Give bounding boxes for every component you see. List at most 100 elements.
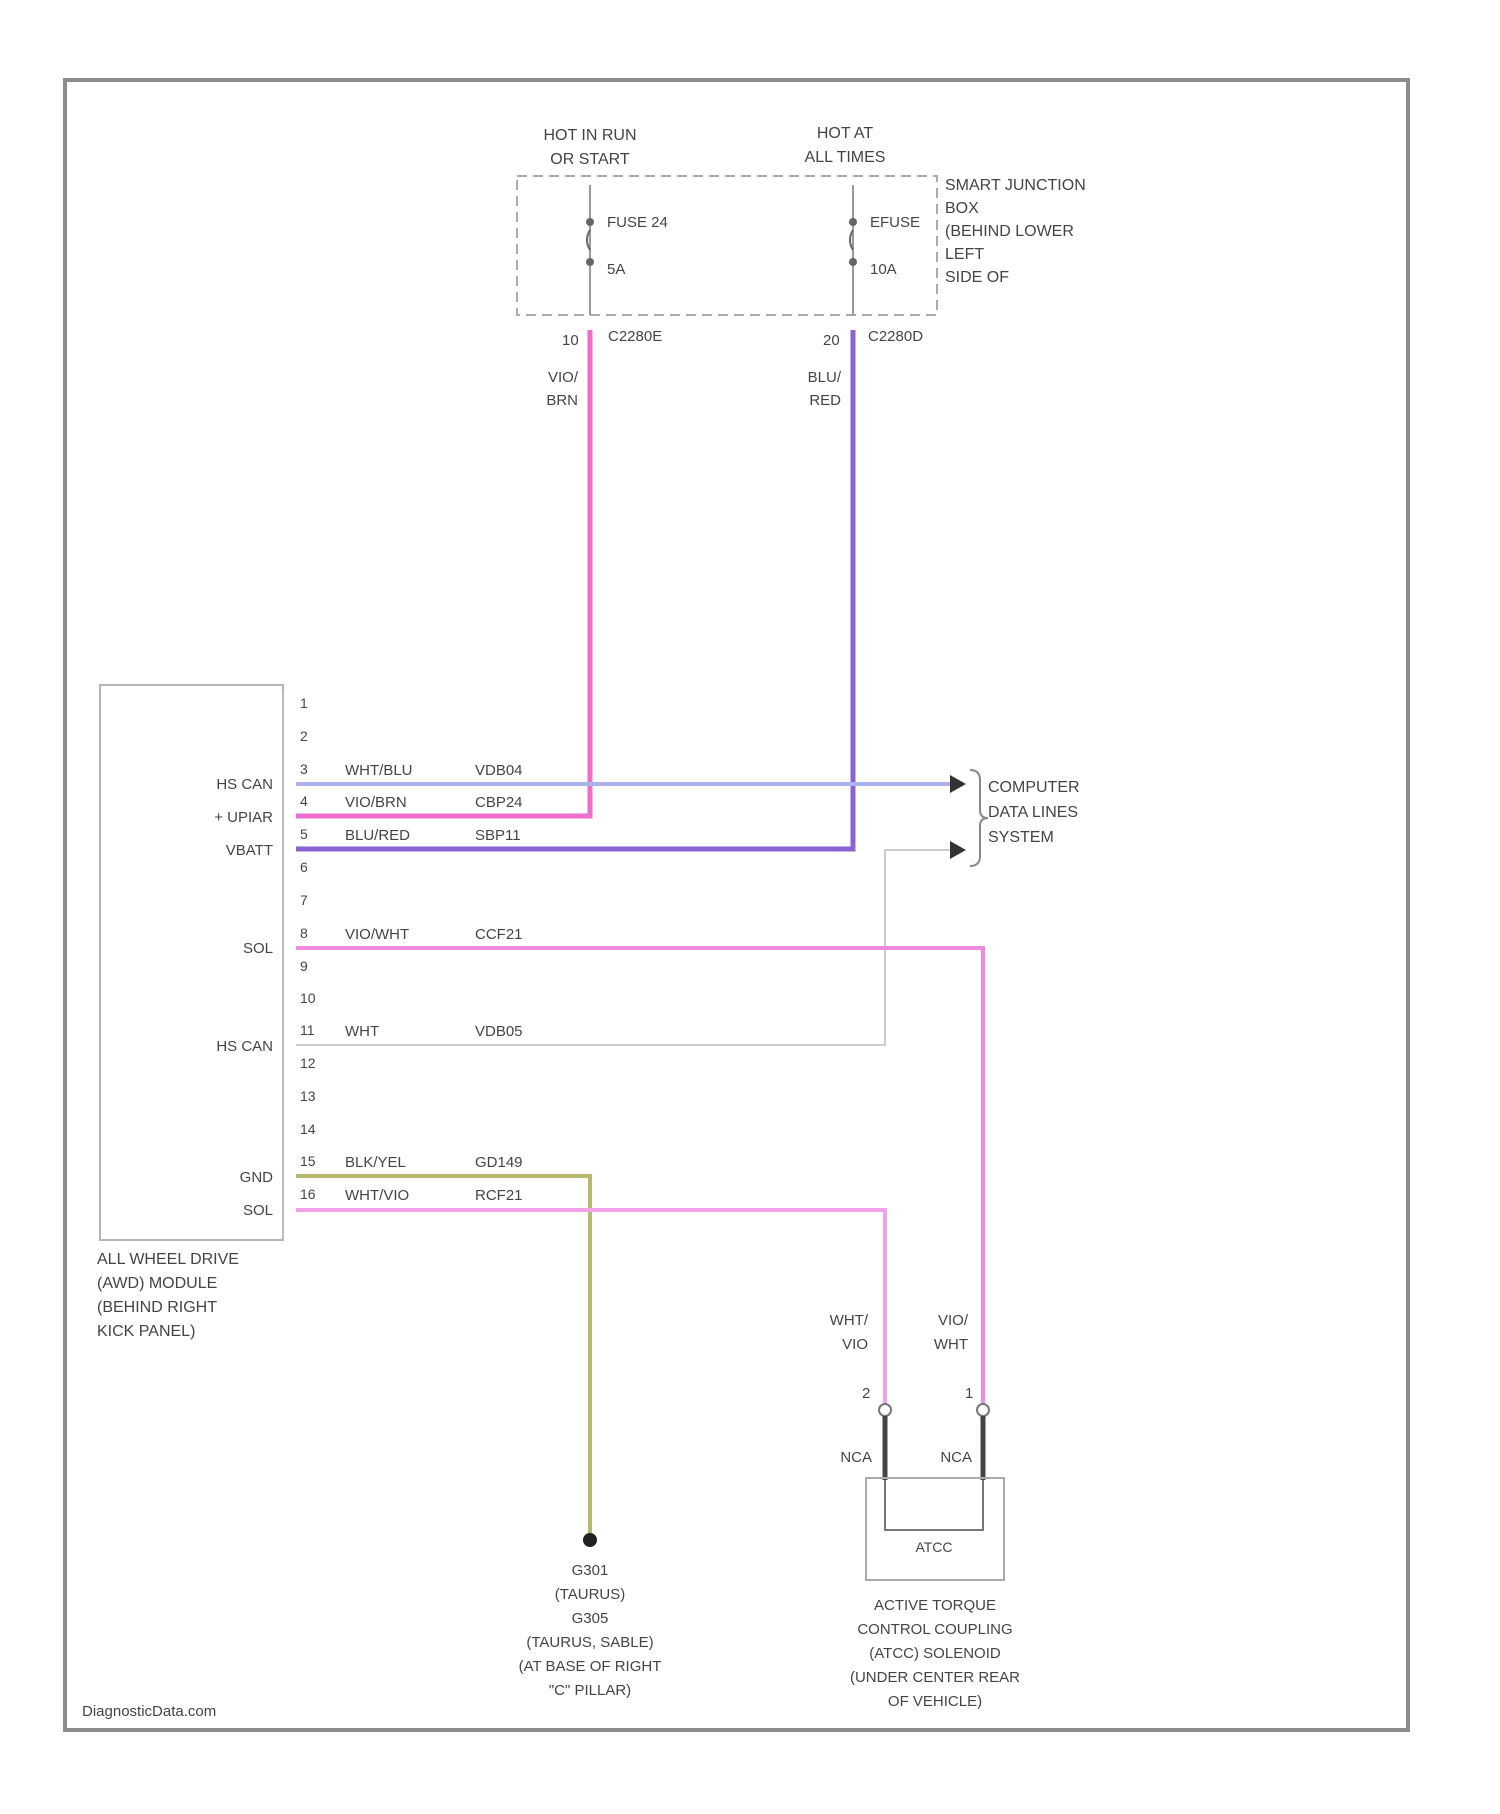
junction-box-label-4: LEFT — [945, 246, 984, 263]
wire-label-circuit-3: VDB04 — [475, 762, 523, 779]
fuse-a-icon — [586, 185, 594, 315]
data-line-arrow-lower — [950, 841, 966, 859]
wire-label-circuit-8: CCF21 — [475, 926, 523, 943]
footer-watermark: DiagnosticData.com — [82, 1703, 216, 1720]
junction-box-label-2: BOX — [945, 200, 979, 217]
solenoid-name-1: ACTIVE TORQUE — [874, 1597, 996, 1614]
pin-4: 4 — [300, 793, 308, 809]
fuse-b-hot-label-2: ALL TIMES — [805, 149, 886, 166]
pin-5: 5 — [300, 826, 308, 842]
wire-label-circuit-5: SBP11 — [475, 827, 521, 844]
fuse-a-wire-color-1: VIO/ — [548, 369, 579, 386]
fuse-a-connector: C2280E — [608, 328, 662, 345]
ground-label-5: (AT BASE OF RIGHT — [519, 1658, 662, 1675]
data-lines-label-2: DATA LINES — [988, 804, 1078, 821]
pin-12: 12 — [300, 1055, 316, 1071]
data-lines-brace — [970, 770, 988, 866]
ground-label-2: (TAURUS) — [555, 1586, 626, 1603]
fuse-a-wire-color-2: BRN — [546, 392, 578, 409]
signal-sol-a: SOL — [243, 940, 273, 957]
pin-8: 8 — [300, 925, 308, 941]
wire-label-circuit-4: CBP24 — [475, 794, 523, 811]
fuse-b-hot-label-1: HOT AT — [817, 125, 874, 142]
fuse-b-wire-color-2: RED — [809, 392, 841, 409]
fuse-b-pin: 20 — [823, 332, 840, 349]
ground-label-6: "C" PILLAR) — [549, 1682, 631, 1699]
pin-10: 10 — [300, 990, 316, 1006]
solenoid-inner-label: ATCC — [915, 1539, 952, 1555]
fuse-a-hot-label-1: HOT IN RUN — [543, 127, 636, 144]
solenoid-wire-right-color-1: VIO/ — [938, 1312, 969, 1329]
solenoid-conn-left: NCA — [840, 1449, 872, 1466]
fuse-a-name: FUSE 24 — [607, 214, 668, 231]
wire-label-color-4: VIO/BRN — [345, 794, 407, 811]
module-name-4: KICK PANEL) — [97, 1323, 195, 1340]
data-lines-label-3: SYSTEM — [988, 829, 1054, 846]
fuse-b-connector: C2280D — [868, 328, 923, 345]
pin-1: 1 — [300, 695, 308, 711]
diagram-border — [65, 80, 1408, 1730]
fuse-b-rating: 10A — [870, 261, 897, 278]
wire-label-color-16: WHT/VIO — [345, 1187, 409, 1204]
solenoid-wire-right-color-2: WHT — [934, 1336, 968, 1353]
solenoid-name-5: OF VEHICLE) — [888, 1693, 982, 1710]
wire-label-circuit-16: RCF21 — [475, 1187, 523, 1204]
signal-sol-b: SOL — [243, 1202, 273, 1219]
pin-14: 14 — [300, 1121, 316, 1137]
module-name-3: (BEHIND RIGHT — [97, 1299, 217, 1316]
signal-upiar: + UPIAR — [214, 809, 273, 826]
fuse-a-rating: 5A — [607, 261, 625, 278]
fuse-a-pin: 10 — [562, 332, 579, 349]
module-name-2: (AWD) MODULE — [97, 1275, 217, 1292]
ground-label-4: (TAURUS, SABLE) — [526, 1634, 653, 1651]
pin-7: 7 — [300, 892, 308, 908]
ground-label: G301 (TAURUS) G305 (TAURUS, SABLE) (AT B… — [519, 1562, 662, 1699]
solenoid-pin-left: 2 — [862, 1385, 870, 1402]
junction-box-label-5: SIDE OF — [945, 269, 1009, 286]
junction-box-label-3: (BEHIND LOWER — [945, 223, 1074, 240]
pin-3: 3 — [300, 761, 308, 777]
solenoid-name-2: CONTROL COUPLING — [857, 1621, 1012, 1638]
wire-label-color-3: WHT/BLU — [345, 762, 413, 779]
solenoid-wire-left-color-2: VIO — [842, 1336, 868, 1353]
pin-16: 16 — [300, 1186, 316, 1202]
fuse-box — [517, 176, 937, 315]
pin-2: 2 — [300, 728, 308, 744]
wire-label-circuit-15: GD149 — [475, 1154, 523, 1171]
module-name-1: ALL WHEEL DRIVE — [97, 1251, 239, 1268]
wire-label-circuit-11: VDB05 — [475, 1023, 523, 1040]
fuse-b-wire-color-1: BLU/ — [808, 369, 842, 386]
solenoid-conn-right: NCA — [940, 1449, 972, 1466]
signal-vbatt: VBATT — [226, 842, 273, 859]
ground-label-3: G305 — [572, 1610, 609, 1627]
solenoid-label: ACTIVE TORQUE CONTROL COUPLING (ATCC) SO… — [850, 1597, 1020, 1710]
wire-label-color-15: BLK/YEL — [345, 1154, 406, 1171]
pin-13: 13 — [300, 1088, 316, 1104]
wire-label-color-8: VIO/WHT — [345, 926, 409, 943]
signal-gnd: GND — [240, 1169, 274, 1186]
pin-15: 15 — [300, 1153, 316, 1169]
pin-6: 6 — [300, 859, 308, 875]
solenoid-name-3: (ATCC) SOLENOID — [869, 1645, 1001, 1662]
ground-label-1: G301 — [572, 1562, 609, 1579]
awd-module-box — [100, 685, 283, 1240]
solenoid-pin-right: 1 — [965, 1385, 973, 1402]
fuse-a-hot-label-2: OR START — [550, 151, 630, 168]
signal-hs-can-low: HS CAN — [216, 1038, 273, 1055]
ground-point-icon — [583, 1533, 597, 1547]
signal-hs-can-high: HS CAN — [216, 776, 273, 793]
wire-label-color-11: WHT — [345, 1023, 379, 1040]
fuse-b-name: EFUSE — [870, 214, 920, 231]
solenoid-connector-icon — [879, 1404, 989, 1480]
pin-9: 9 — [300, 958, 308, 974]
solenoid-wire-left-color-1: WHT/ — [830, 1312, 869, 1329]
data-line-arrow-upper — [950, 775, 966, 793]
junction-box-label-1: SMART JUNCTION — [945, 177, 1086, 194]
wire-label-color-5: BLU/RED — [345, 827, 410, 844]
fuse-b-icon — [849, 185, 857, 315]
data-lines-label-1: COMPUTER — [988, 779, 1080, 796]
solenoid-coil-icon — [885, 1480, 983, 1530]
pin-11: 11 — [300, 1022, 315, 1038]
wire-blk-yel — [296, 1176, 590, 1535]
